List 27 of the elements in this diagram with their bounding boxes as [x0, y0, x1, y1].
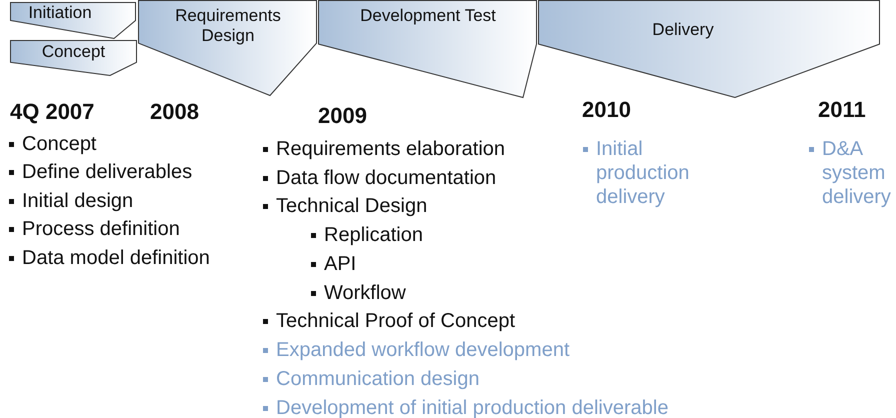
bullet-item: Data flow documentation: [262, 166, 496, 190]
year-label: 2010: [582, 98, 631, 122]
bullet-item: API: [310, 252, 356, 276]
bullet-item: Requirements elaboration: [262, 137, 506, 161]
bullet-item: Concept: [8, 132, 96, 156]
bullet-item: Define deliverables: [8, 160, 192, 184]
year-label: 2009: [318, 104, 367, 128]
year-label: 2008: [150, 100, 199, 124]
phase-banner: Delivery: [538, 0, 880, 98]
bullet-item: Process definition: [8, 217, 180, 241]
phase-banner: Development Test: [318, 0, 537, 98]
year-label: 4Q 2007: [10, 100, 94, 124]
bullet-item: Initial production delivery: [582, 137, 726, 209]
year-label: 2011: [818, 98, 866, 122]
bullet-item: D&A system delivery: [808, 137, 896, 209]
bullet-item: Data model definition: [8, 246, 210, 270]
bullet-item: Communication design: [262, 367, 480, 391]
bullet-item: Technical Design: [262, 194, 428, 218]
bullet-item: Expanded workflow development: [262, 338, 570, 362]
phase-banner: Concept: [10, 40, 137, 76]
bullet-item: Initial design: [8, 189, 134, 213]
bullet-item: Technical Proof of Concept: [262, 309, 516, 333]
phase-banner: Requirements Design: [138, 0, 317, 96]
bullet-item: Development of initial production deliverable: [262, 396, 668, 418]
bullet-item: Workflow: [310, 281, 406, 305]
bullet-item: Replication: [310, 223, 423, 247]
phase-banner: Initiation: [10, 2, 136, 39]
